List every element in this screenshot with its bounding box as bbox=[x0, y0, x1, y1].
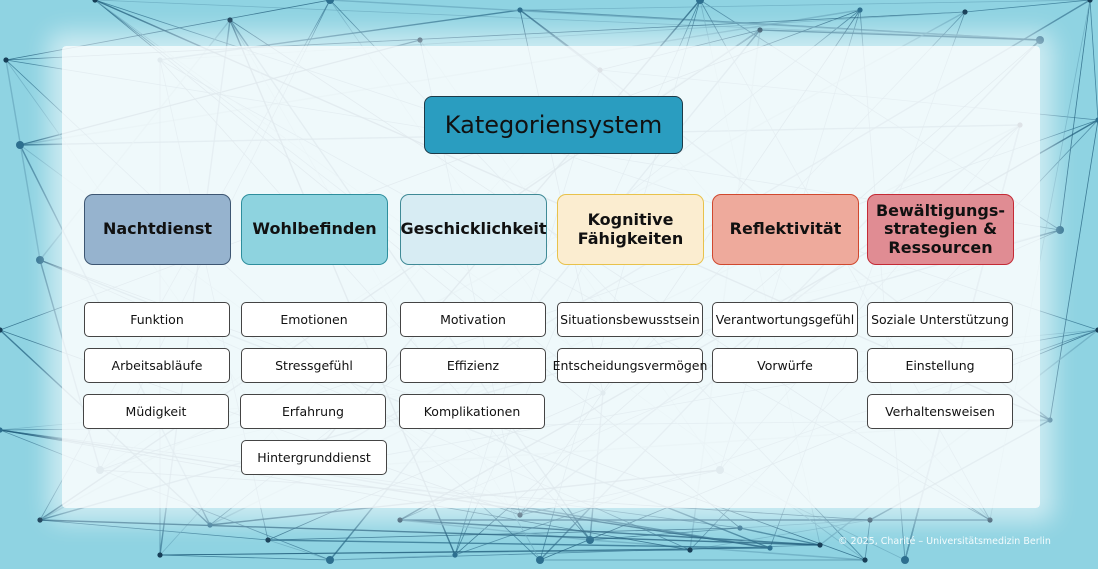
category-box-5: Reflektivität bbox=[712, 194, 859, 265]
category-box-2: Wohlbefinden bbox=[241, 194, 388, 265]
subcategory-box: Emotionen bbox=[241, 302, 387, 337]
subcategory-box: Entscheidungsvermögen bbox=[553, 348, 707, 383]
subcategory-box: Funktion bbox=[84, 302, 230, 337]
subcategory-box: Erfahrung bbox=[240, 394, 386, 429]
subcategory-box: Stressgefühl bbox=[241, 348, 387, 383]
category-box-4: Kognitive Fähigkeiten bbox=[557, 194, 704, 265]
subcategory-box: Einstellung bbox=[867, 348, 1013, 383]
subcategory-box: Effizienz bbox=[400, 348, 546, 383]
subcategory-box: Müdigkeit bbox=[83, 394, 229, 429]
subcategory-box: Situationsbewusstsein bbox=[557, 302, 703, 337]
category-box-3: Geschicklichkeit bbox=[400, 194, 547, 265]
subcategory-box: Arbeitsabläufe bbox=[84, 348, 230, 383]
diagram-title: Kategoriensystem bbox=[424, 96, 683, 154]
subcategory-box: Verantwortungsgefühl bbox=[712, 302, 858, 337]
category-box-1: Nachtdienst bbox=[84, 194, 231, 265]
subcategory-box: Motivation bbox=[400, 302, 546, 337]
subcategory-box: Hintergrunddienst bbox=[241, 440, 387, 475]
subcategory-box: Verhaltensweisen bbox=[867, 394, 1013, 429]
subcategory-box: Komplikationen bbox=[399, 394, 545, 429]
subcategory-box: Vorwürfe bbox=[712, 348, 858, 383]
subcategory-box: Soziale Unterstützung bbox=[867, 302, 1013, 337]
copyright-footer: © 2025, Charité – Universitätsmedizin Be… bbox=[838, 536, 1051, 547]
category-box-6: Bewältigungs-strategien & Ressourcen bbox=[867, 194, 1014, 265]
